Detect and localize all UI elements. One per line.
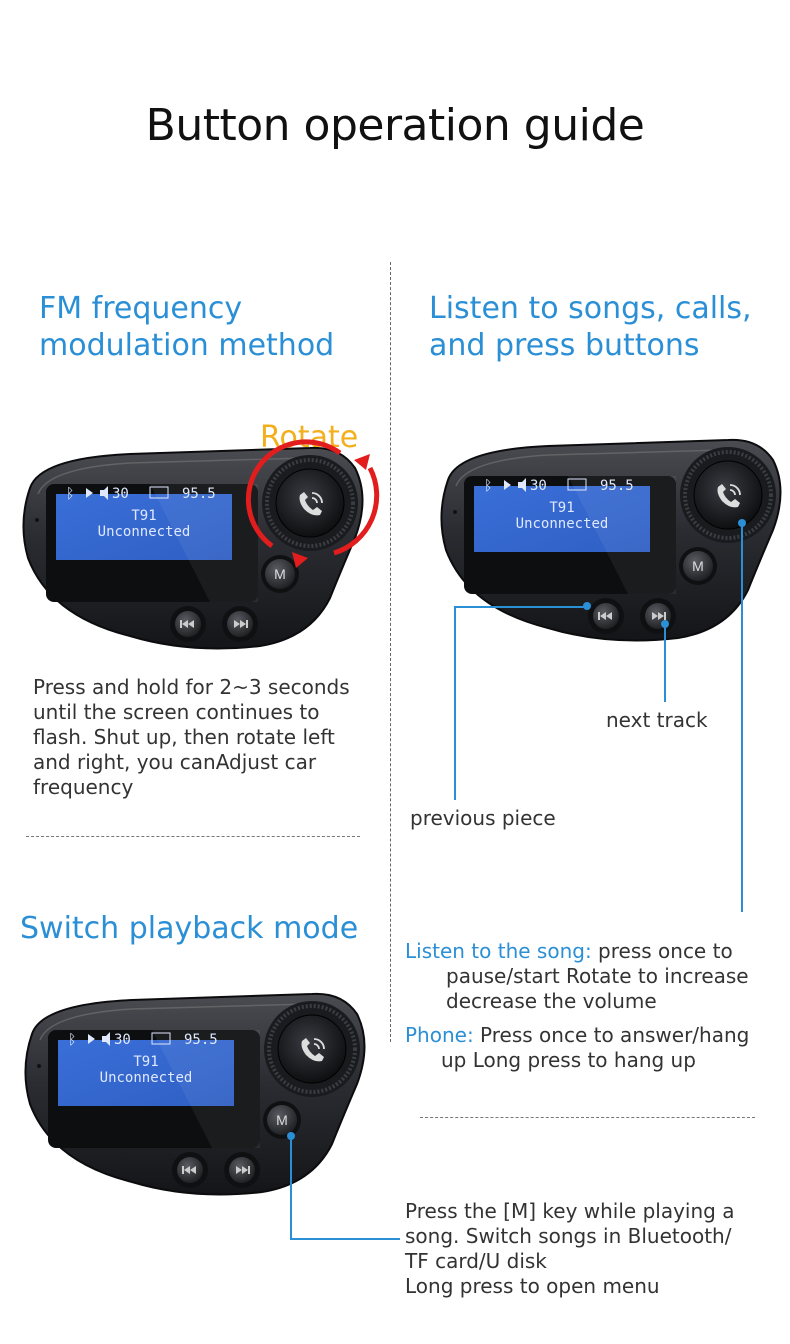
next-track-label: next track — [606, 708, 708, 732]
listen-heading-line1: Listen to songs, calls, — [429, 291, 752, 326]
svg-text:30: 30 — [114, 1032, 131, 1048]
switch-device-image: ᛒ 30 95.5 T91 Unconnected — [12, 991, 382, 1208]
previous-callout-dot — [583, 602, 591, 610]
previous-callout-v — [454, 606, 456, 800]
play-icon — [86, 488, 93, 498]
svg-text:Unconnected: Unconnected — [516, 516, 609, 532]
fm-heading-line1: FM frequency — [39, 291, 243, 326]
listen-divider — [420, 1117, 755, 1118]
svg-text:30: 30 — [112, 486, 129, 502]
svg-text:95.5: 95.5 — [600, 478, 634, 494]
m-callout-v — [290, 1136, 292, 1240]
page-title: Button operation guide — [145, 100, 645, 151]
svg-text:ᛒ: ᛒ — [484, 478, 492, 494]
listen-device-image: ᛒ 30 95.5 T91 Unconnected — [428, 437, 790, 654]
song-instructions: Listen to the song: press once to pause/… — [405, 939, 749, 1013]
bluetooth-icon: ᛒ — [66, 486, 74, 502]
svg-text:95.5: 95.5 — [184, 1032, 218, 1048]
next-callout-dot — [661, 620, 669, 628]
previous-piece-label: previous piece — [410, 806, 556, 830]
m-callout-h — [290, 1238, 400, 1240]
fm-device-image: ᛒ 30 95.5 T91 Unconnected — [10, 439, 380, 662]
next-callout-v — [664, 624, 666, 702]
fm-description: Press and hold for 2~3 seconds until the… — [33, 675, 350, 799]
listen-heading-line2: and press buttons — [429, 328, 700, 363]
fm-section-heading: FM frequency modulation method — [39, 290, 334, 364]
switch-description: Press the [M] key while playing a song. … — [405, 1199, 735, 1298]
speaker-icon — [100, 486, 108, 500]
svg-text:30: 30 — [530, 478, 547, 494]
previous-callout-h — [454, 606, 586, 608]
listen-section-heading: Listen to songs, calls, and press button… — [429, 290, 752, 364]
m-callout-dot — [287, 1132, 295, 1140]
svg-text:T91: T91 — [133, 1054, 158, 1070]
fm-heading-line2: modulation method — [39, 328, 335, 363]
fm-divider — [26, 836, 360, 837]
knob-callout-dot — [738, 519, 746, 527]
phone-instructions: Phone: Press once to answer/hang up Long… — [405, 1023, 750, 1072]
switch-section-heading: Switch playback mode — [20, 911, 359, 946]
svg-text:Unconnected: Unconnected — [98, 524, 191, 540]
vertical-divider — [390, 262, 391, 1042]
svg-text:T91: T91 — [549, 500, 574, 516]
song-key: Listen to the song: — [405, 939, 592, 963]
fm-icon — [149, 486, 169, 499]
svg-text:T91: T91 — [131, 508, 156, 524]
svg-text:Unconnected: Unconnected — [100, 1070, 193, 1086]
phone-key: Phone: — [405, 1023, 474, 1047]
knob-callout-v — [741, 524, 743, 912]
svg-text:ᛒ: ᛒ — [68, 1032, 76, 1048]
svg-text:95.5: 95.5 — [182, 486, 216, 502]
